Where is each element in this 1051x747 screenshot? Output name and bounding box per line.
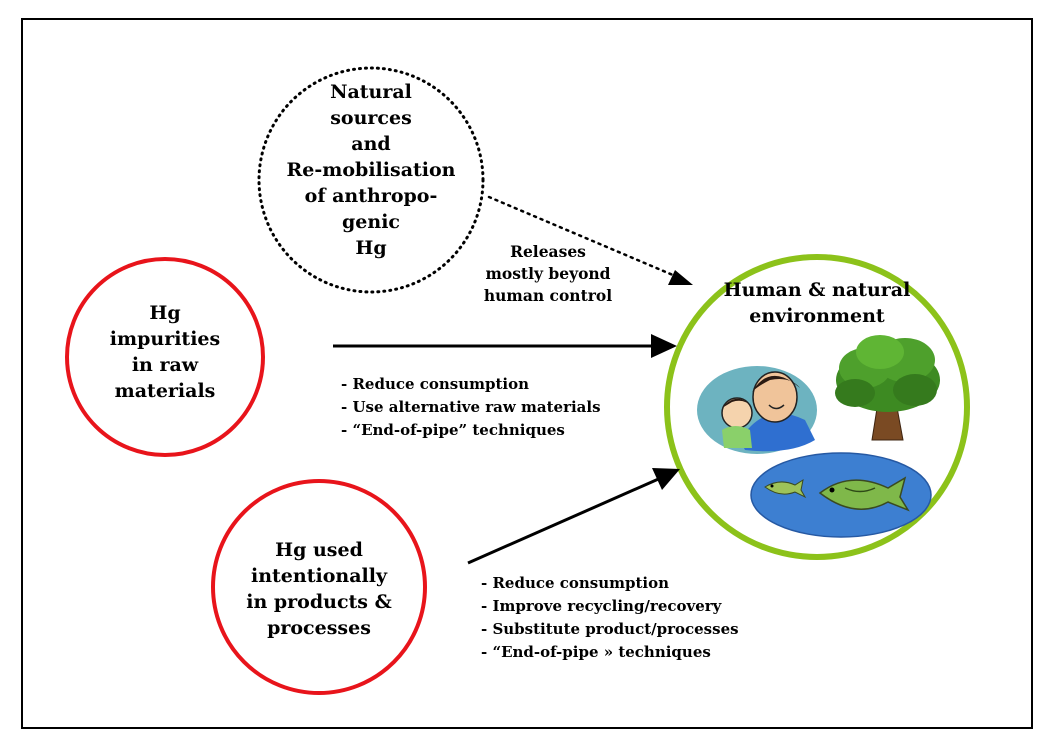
impurities-measures-list: - Reduce consumption - Use alternative r… bbox=[341, 373, 601, 442]
tree-clipart-icon bbox=[835, 335, 940, 441]
intentional-arrow bbox=[467, 475, 664, 565]
measure-item: - Reduce consumption bbox=[341, 375, 530, 393]
impurities-circle bbox=[65, 257, 265, 457]
release-label-line: human control bbox=[483, 286, 613, 305]
measure-item: - Improve recycling/recovery bbox=[481, 597, 722, 615]
fish-pond-clipart-icon bbox=[750, 452, 932, 538]
impurities-label: Hg impurities in raw materials bbox=[75, 300, 255, 404]
natural-sources-label: Natural sources and Re-mobilisation of a… bbox=[262, 79, 480, 261]
intentional-use-line: intentionally bbox=[251, 565, 387, 587]
natural-release-arrowhead bbox=[668, 270, 693, 285]
intentional-measures-list: - Reduce consumption - Improve recycling… bbox=[481, 572, 739, 664]
impurities-line: materials bbox=[114, 380, 216, 402]
natural-sources-circle bbox=[257, 66, 485, 294]
natural-sources-line: genic bbox=[342, 211, 400, 233]
intentional-use-circle bbox=[211, 479, 427, 695]
measure-item: - Substitute product/processes bbox=[481, 620, 739, 638]
natural-sources-line: and bbox=[351, 133, 391, 155]
impurities-arrowhead bbox=[651, 334, 677, 358]
measure-item: - “End-of-pipe” techniques bbox=[341, 421, 565, 439]
release-label: Releases mostly beyond human control bbox=[473, 241, 623, 307]
intentional-arrowhead bbox=[652, 468, 680, 490]
environment-line: Human & natural bbox=[723, 279, 911, 301]
release-label-line: mostly beyond bbox=[485, 264, 611, 283]
intentional-use-label: Hg used intentionally in products & proc… bbox=[219, 537, 419, 641]
impurities-line: in raw bbox=[131, 354, 199, 376]
impurities-line: Hg bbox=[149, 302, 181, 324]
measure-item: - “End-of-pipe » techniques bbox=[481, 643, 711, 661]
parent-child-clipart-icon bbox=[697, 366, 817, 454]
natural-sources-line: Re-mobilisation bbox=[286, 159, 456, 181]
environment-circle bbox=[664, 254, 970, 560]
environment-line: environment bbox=[749, 305, 885, 327]
measure-item: - Use alternative raw materials bbox=[341, 398, 601, 416]
measure-item: - Reduce consumption bbox=[481, 574, 670, 592]
release-label-line: Releases bbox=[510, 242, 586, 261]
intentional-use-line: in products & bbox=[246, 591, 392, 613]
intentional-use-line: Hg used bbox=[275, 539, 363, 561]
natural-sources-line: Natural bbox=[330, 81, 412, 103]
environment-label: Human & natural environment bbox=[717, 277, 917, 329]
natural-sources-line: Hg bbox=[355, 237, 387, 259]
natural-release-arrow bbox=[487, 195, 689, 283]
intentional-use-line: processes bbox=[267, 617, 371, 639]
diagram-frame bbox=[21, 18, 1033, 729]
natural-sources-line: of anthropo- bbox=[304, 185, 438, 207]
natural-sources-line: sources bbox=[330, 107, 412, 129]
impurities-line: impurities bbox=[109, 328, 221, 350]
